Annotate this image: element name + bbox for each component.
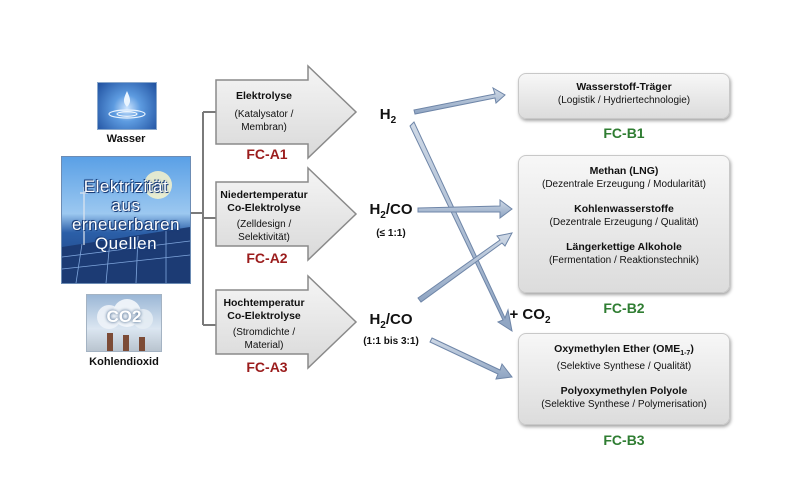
flow-arrow-h2co-b2 <box>417 199 513 219</box>
target-code-b3: FC-B3 <box>603 432 645 448</box>
product-h2co-high-ratio: (1:1 bis 3:1) <box>363 336 419 347</box>
water-drop-icon <box>108 91 146 119</box>
product-h2co-low-main: H <box>369 201 381 218</box>
target-entry-subtitle: (Dezentrale Erzeugung / Qualität) <box>549 217 699 228</box>
target-entry-title-text: Oxymethylen Ether (OME <box>554 343 681 355</box>
electricity-text-line: Quellen <box>94 234 158 253</box>
co2-plus-label: + CO2 <box>502 306 558 326</box>
target-box-b2: Methan (LNG) (Dezentrale Erzeugung / Mod… <box>518 155 730 293</box>
co2-plus-prefix: + CO <box>509 306 545 323</box>
target-entry-title: Oxymethylen Ether (OME1-7) <box>519 343 729 360</box>
target-entry: Oxymethylen Ether (OME1-7) (Selektive Sy… <box>519 343 729 373</box>
process-3-subtitle: Material) <box>244 340 284 351</box>
target-code-b1: FC-B1 <box>603 125 645 141</box>
co2-smoke-icon <box>97 299 153 351</box>
electricity-image: Elektrizität aus erneuerbaren Quellen <box>61 156 191 284</box>
target-entry-subtitle: (Selektive Synthese / Polymerisation) <box>541 399 707 411</box>
target-entry: Polyoxymethylen Polyole (Selektive Synth… <box>519 385 729 411</box>
process-3-subtitle: (Stromdichte / <box>232 327 296 338</box>
target-box-b1: Wasserstoff-Träger (Logistik / Hydrierte… <box>518 73 730 119</box>
target-entry-title: Wasserstoff-Träger <box>576 81 672 93</box>
electricity-text-line: Elektrizität <box>83 177 169 196</box>
process-arrow-3 <box>215 274 358 370</box>
product-h2-sub: 2 <box>390 115 397 126</box>
process-1-subtitle: Membran) <box>241 122 287 133</box>
process-2-subtitle: Selektivität) <box>238 232 290 243</box>
product-h2co-high-sub: 2 <box>380 320 386 331</box>
product-h2co-low-ratio: (≤ 1:1) <box>376 228 406 239</box>
product-h2co-high-main: H <box>369 311 381 328</box>
electricity-text-line: aus <box>111 196 141 215</box>
flow-arrow-h2-b1 <box>413 86 506 115</box>
product-h2co-high-rest: /CO <box>385 311 413 328</box>
target-entry-subtitle: (Fermentation / Reaktionstechnik) <box>548 255 700 266</box>
process-2-subtitle: (Zelldesign / <box>236 219 292 230</box>
co2-label: Kohlendioxid <box>89 356 159 368</box>
process-3-text: Hochtemperatur Co-Elektrolyse (Stromdich… <box>216 297 312 352</box>
target-entry: Wasserstoff-Träger (Logistik / Hydrierte… <box>519 81 729 107</box>
process-1-code: FC-A1 <box>246 146 288 162</box>
process-2-text: Niedertemperatur Co-Elektrolyse (Zelldes… <box>216 189 312 244</box>
target-entry-title: Kohlenwasserstoffe <box>574 203 674 215</box>
electricity-text-line: erneuerbaren <box>71 215 181 234</box>
flow-arrows <box>409 86 513 380</box>
process-2-title: Niedertemperatur <box>220 189 308 201</box>
target-code-b2: FC-B2 <box>603 300 645 316</box>
process-3-title: Hochtemperatur <box>223 297 305 309</box>
target-box-b3: Oxymethylen Ether (OME1-7) (Selektive Sy… <box>518 333 730 425</box>
flow-arrow-h2-b3 <box>409 121 513 333</box>
source-connectors <box>190 111 216 326</box>
co2-image-text: CO2 <box>106 307 142 326</box>
co2-image: CO2 <box>86 294 162 352</box>
target-entry: Methan (LNG) (Dezentrale Erzeugung / Mod… <box>519 165 729 191</box>
target-entry-title: Polyoxymethylen Polyole <box>560 385 688 398</box>
solar-panel-icon <box>62 171 190 283</box>
product-h2co-low: H2/CO <box>358 201 424 221</box>
process-arrow-1 <box>215 64 358 160</box>
product-h2-main: H <box>379 106 391 123</box>
co2-plus-sub: 2 <box>544 315 551 326</box>
target-entry-title-end: ) <box>690 343 694 355</box>
target-entry-title-sub: 1-7 <box>680 350 691 358</box>
process-2-code: FC-A2 <box>246 250 288 266</box>
target-entry-subtitle: (Dezentrale Erzeugung / Modularität) <box>542 179 706 190</box>
process-3-code: FC-A3 <box>246 359 288 375</box>
target-entry: Längerkettige Alkohole (Fermentation / R… <box>519 241 729 267</box>
target-entry-subtitle: (Logistik / Hydriertechnologie) <box>557 95 691 106</box>
target-entry: Kohlenwasserstoffe (Dezentrale Erzeugung… <box>519 203 729 229</box>
product-h2: H2 <box>368 106 408 126</box>
flow-arrow-h2co3-b3 <box>429 337 513 380</box>
process-1-subtitle: (Katalysator / <box>234 109 294 120</box>
flow-arrow-h2co-b3 <box>417 232 513 303</box>
electricity-text: Elektrizität aus erneuerbaren Quellen <box>62 177 190 253</box>
process-1-text: Elektrolyse (Katalysator / Membran) <box>220 90 308 134</box>
product-h2co-low-rest: /CO <box>385 201 413 218</box>
process-2-title: Co-Elektrolyse <box>227 202 301 214</box>
target-entry-title: Methan (LNG) <box>589 165 659 177</box>
water-image <box>97 82 157 130</box>
product-h2co-low-sub: 2 <box>380 210 386 221</box>
target-entry-title: Längerkettige Alkohole <box>566 241 682 253</box>
water-label: Wasser <box>106 133 146 145</box>
process-arrow-2 <box>215 166 358 262</box>
target-entry-subtitle: (Selektive Synthese / Qualität) <box>556 361 692 373</box>
process-1-title: Elektrolyse <box>235 90 293 102</box>
product-h2co-high: H2/CO <box>358 311 424 331</box>
process-3-title: Co-Elektrolyse <box>227 310 301 322</box>
